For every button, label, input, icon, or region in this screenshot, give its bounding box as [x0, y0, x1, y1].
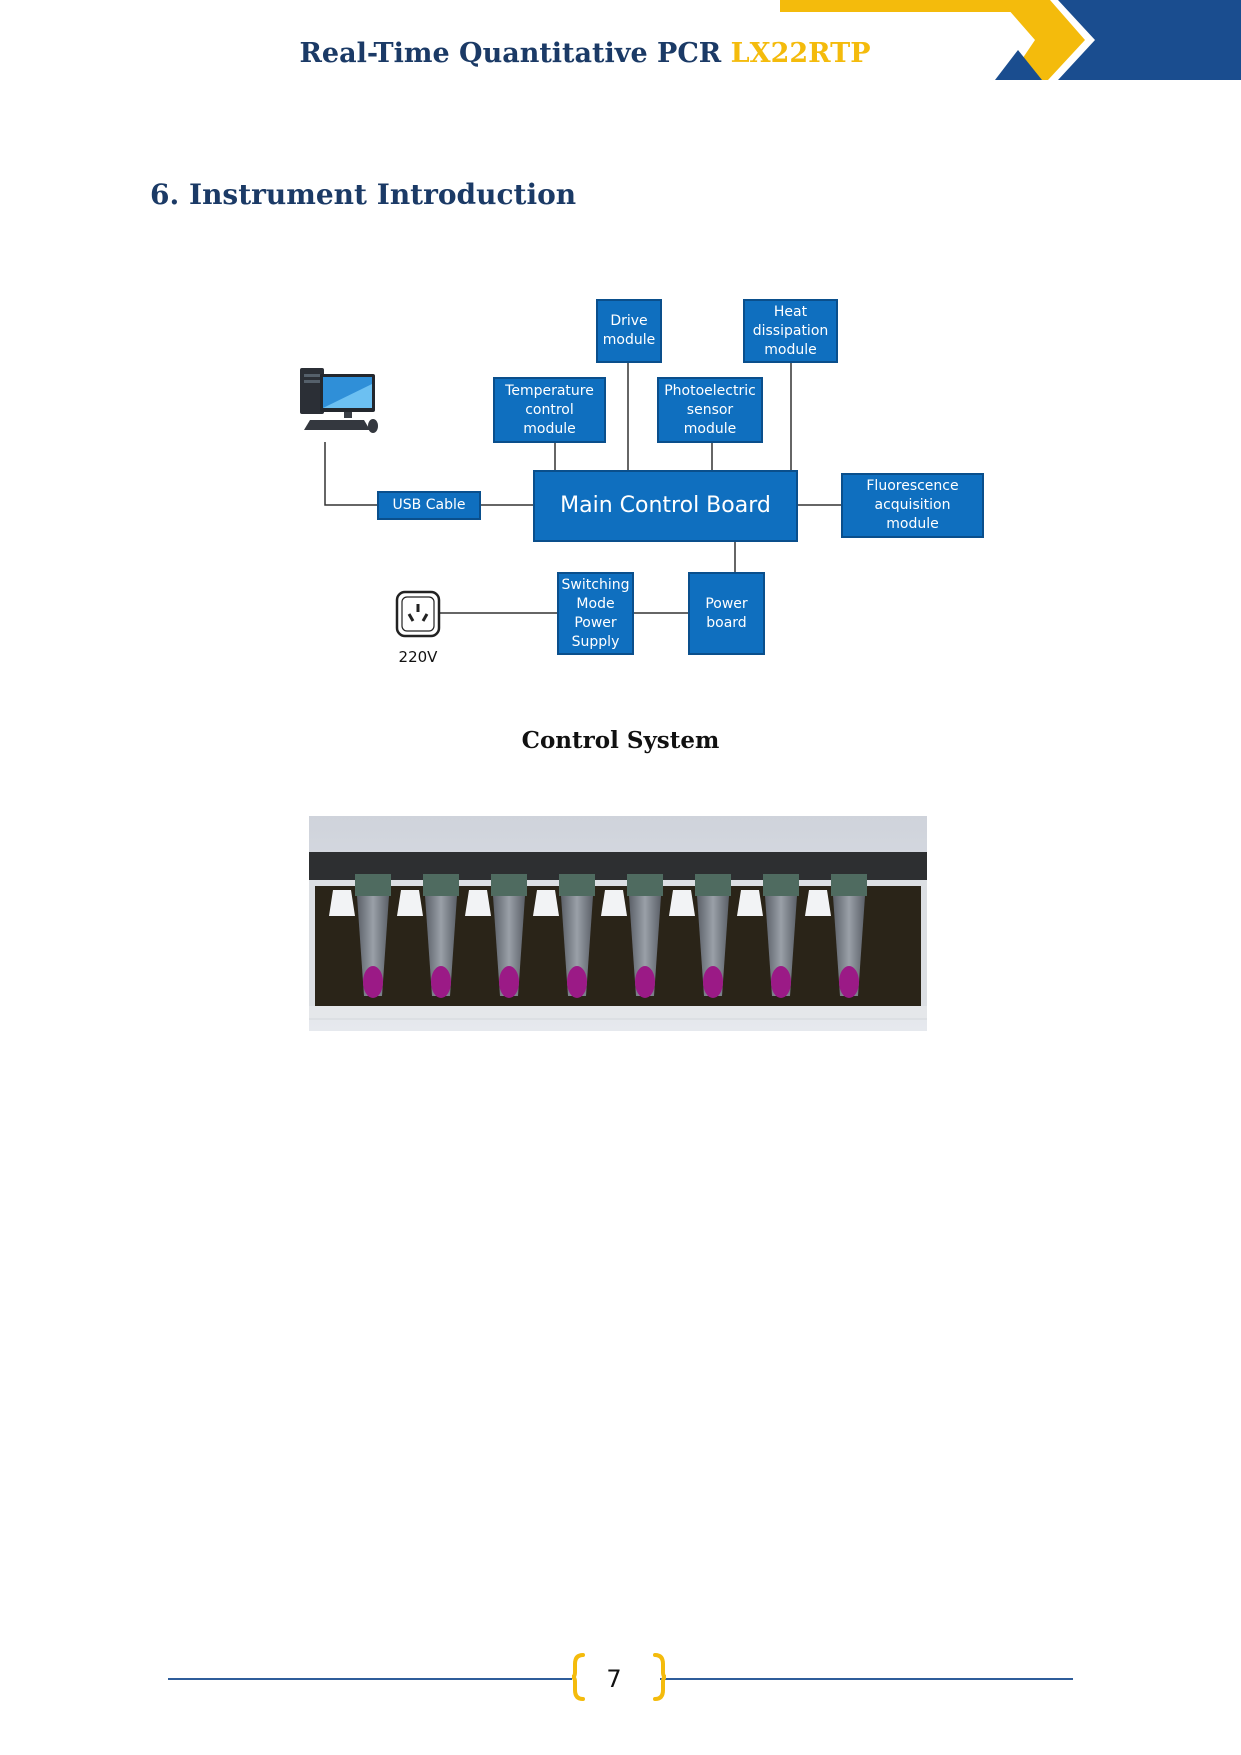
header-gold-bar [780, 0, 1028, 12]
page-number-left-bracket-icon [571, 1653, 585, 1701]
node-switching-mode-power-supply: Switching Mode Power Supply [557, 572, 634, 655]
header-model-name: LX22RTP [730, 38, 871, 69]
power-socket-icon [395, 590, 441, 638]
node-drive-module: Drive module [596, 299, 662, 363]
header-blue-wedge [995, 50, 1042, 80]
control-system-diagram: Drive module Heat dissipation module Tem… [285, 290, 995, 680]
diagram-connectors [324, 363, 841, 614]
header-blue-block [1058, 0, 1241, 80]
page-number-right-bracket-icon [653, 1653, 667, 1701]
connector-computer-usb [324, 442, 377, 506]
node-main-control-board: Main Control Board [533, 470, 798, 542]
node-usb-cable: USB Cable [377, 491, 481, 520]
voltage-label: 220V [398, 648, 438, 666]
header-gold-chevron [1000, 0, 1085, 80]
node-fluorescence-acquisition-module: Fluorescence acquisition module [841, 473, 984, 538]
page-number: 7 [606, 1665, 622, 1693]
footer-line-right [660, 1678, 1073, 1680]
header-title-main: Real-Time Quantitative PCR [299, 38, 731, 69]
figure-caption: Control System [521, 727, 720, 754]
node-temperature-control-module: Temperature control module [493, 377, 606, 443]
computer-icon [300, 368, 378, 433]
footer-line-left [168, 1678, 572, 1680]
document-header-title: Real-Time Quantitative PCR LX22RTP [0, 38, 1170, 69]
node-photoelectric-sensor-module: Photoelectric sensor module [657, 377, 763, 443]
header-corner-decoration [780, 0, 1241, 80]
node-heat-dissipation-module: Heat dissipation module [743, 299, 838, 363]
section-heading: 6. Instrument Introduction [150, 178, 577, 211]
pcr-tube-block-image [309, 816, 927, 1031]
node-power-board: Power board [688, 572, 765, 655]
